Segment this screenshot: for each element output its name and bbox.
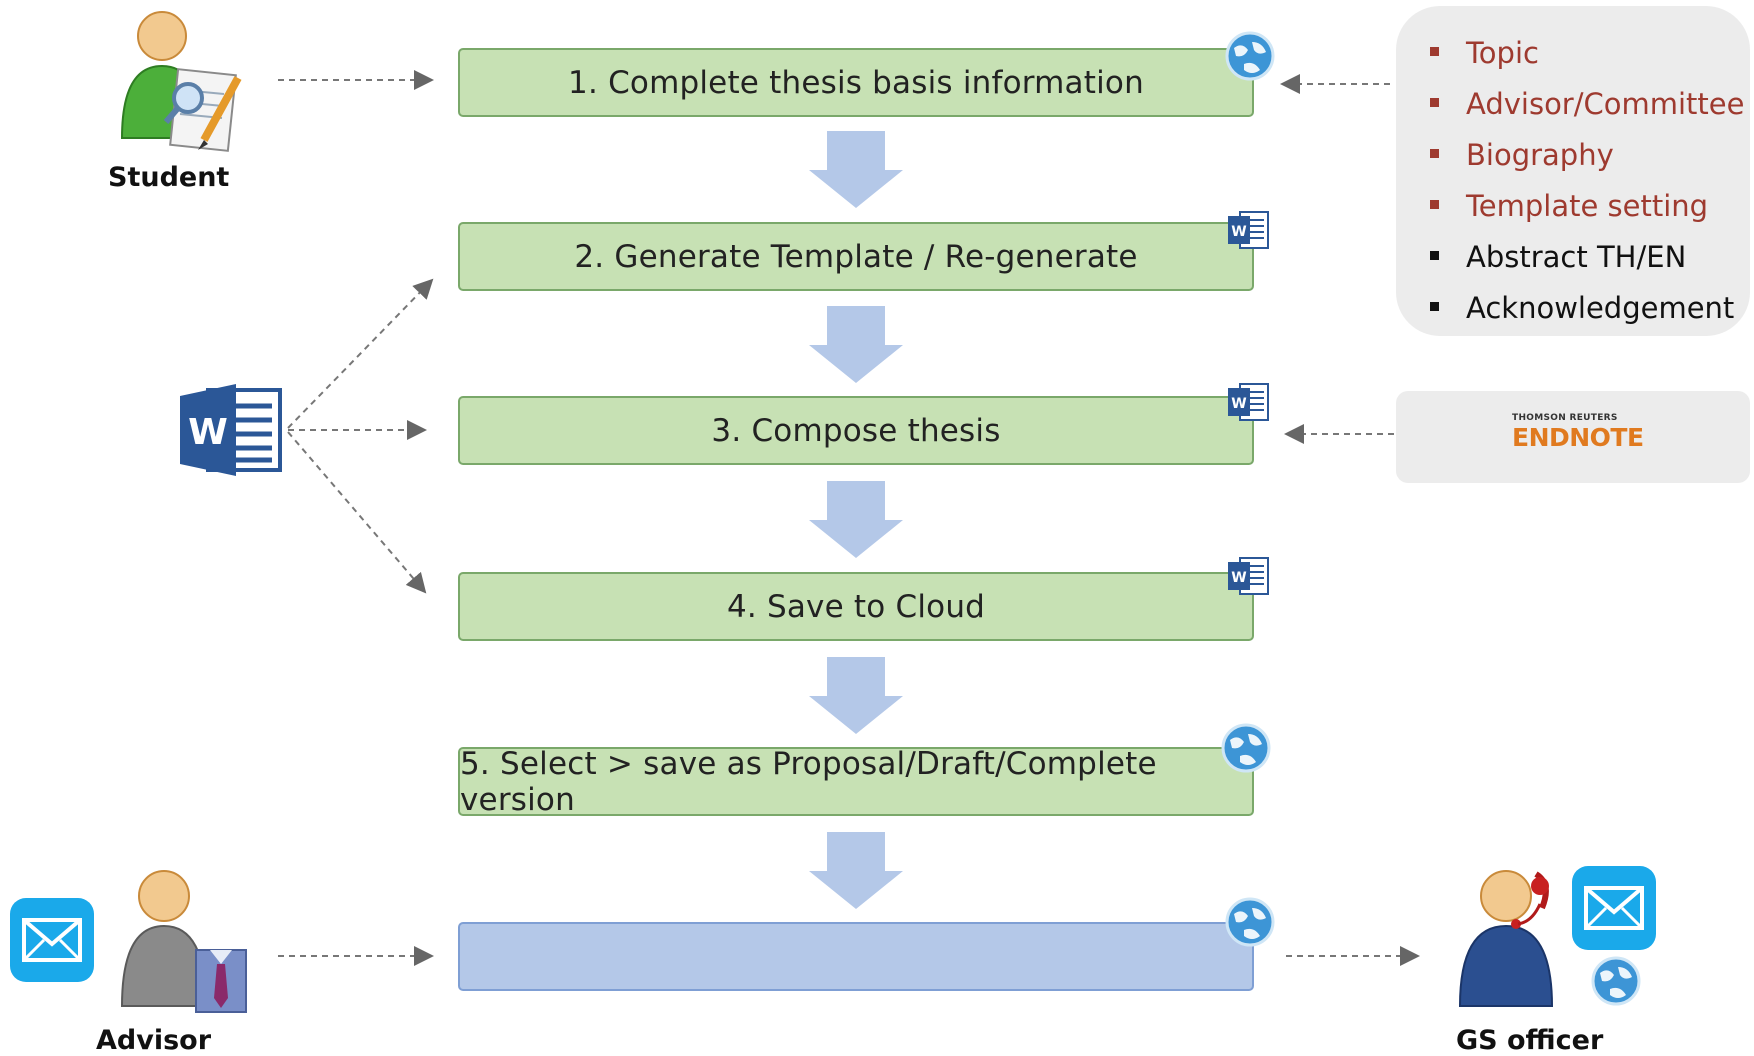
down-arrow-2: [809, 306, 903, 383]
list-item: Advisor/Committee: [1430, 79, 1744, 130]
endnote-publisher-text: THOMSON REUTERS: [1512, 413, 1618, 423]
globe-icon: [1221, 723, 1271, 773]
mail-icon: [1572, 866, 1656, 950]
step-5-box: 5. Select > save as Proposal/Draft/Compl…: [458, 745, 1254, 818]
list-item: Template setting: [1430, 181, 1744, 232]
svg-text:W: W: [188, 412, 228, 453]
envelope-icon: [22, 918, 82, 962]
word-to-step2-arrow: [287, 278, 434, 429]
advisor-icon: [120, 870, 247, 1013]
step-1-box: 1. Complete thesis basis information: [458, 48, 1254, 117]
thesis-info-list: Topic Advisor/Committee Biography Templa…: [1430, 28, 1744, 334]
word-to-step4-arrow: [287, 431, 427, 594]
student-icon: [120, 11, 242, 152]
down-arrow-3: [809, 481, 903, 558]
globe-icon: [1591, 956, 1641, 1006]
down-arrow-1: [809, 131, 903, 208]
mail-icon: [10, 898, 94, 982]
step-2-label: 2. Generate Template / Re-generate: [574, 238, 1138, 275]
step-4-box: 4. Save to Cloud: [458, 572, 1254, 641]
step-1-label: 1. Complete thesis basis information: [568, 64, 1144, 101]
envelope-icon: [1584, 886, 1644, 930]
advisor-label: Advisor: [96, 1025, 212, 1056]
list-item: Acknowledgement: [1430, 283, 1744, 334]
svg-text:W: W: [1231, 396, 1246, 412]
gs-officer-icon: [1458, 870, 1554, 1007]
endnote-panel: THOMSON REUTERS ENDNOTE: [1396, 391, 1750, 483]
thesis-info-panel: Topic Advisor/Committee Biography Templa…: [1396, 6, 1750, 336]
step-3-label: 3. Compose thesis: [711, 412, 1001, 449]
step-4-label: 4. Save to Cloud: [726, 588, 986, 625]
endnote-logo-text: ENDNOTE: [1512, 423, 1644, 452]
gs-officer-label: GS officer: [1456, 1025, 1604, 1056]
list-item: Abstract TH/EN: [1430, 232, 1744, 283]
word-icon: W: [1228, 211, 1269, 249]
step-6-box: [458, 922, 1254, 991]
step-3-box: 3. Compose thesis: [458, 396, 1254, 465]
down-arrow-5: [809, 832, 903, 909]
svg-text:W: W: [1231, 224, 1246, 240]
word-icon: W: [1228, 383, 1269, 421]
list-item: Biography: [1430, 130, 1744, 181]
globe-icon: [1225, 897, 1275, 947]
step-5-label: 5. Select > save as Proposal/Draft/Compl…: [460, 745, 1157, 818]
word-icon: W: [180, 384, 282, 476]
step-2-box: 2. Generate Template / Re-generate: [458, 222, 1254, 291]
globe-icon: [1225, 31, 1275, 81]
svg-text:W: W: [1231, 570, 1246, 586]
list-item: Topic: [1430, 28, 1744, 79]
word-icon: W: [1228, 557, 1269, 595]
down-arrow-4: [809, 657, 903, 734]
student-label: Student: [108, 162, 230, 193]
